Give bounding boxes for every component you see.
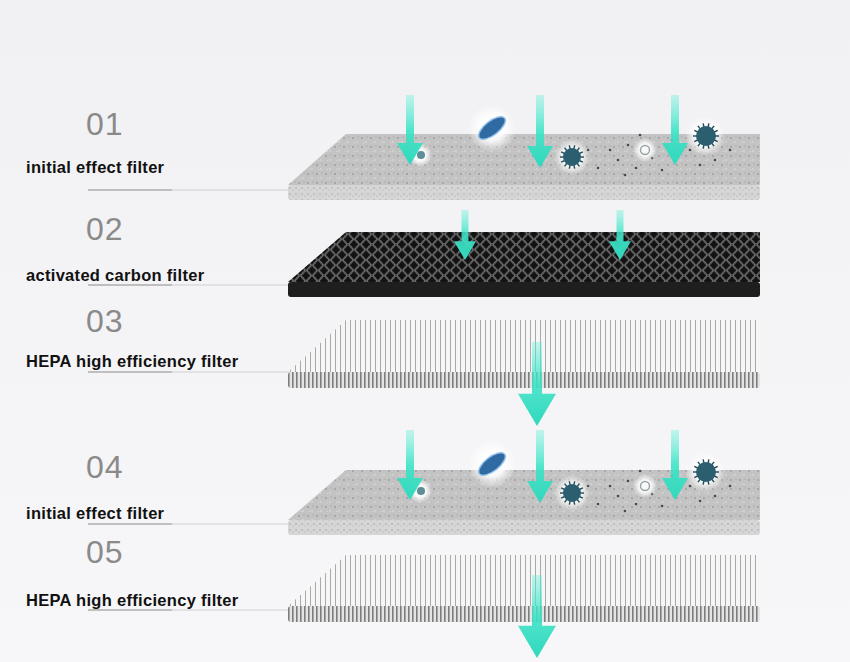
particle-halo: [633, 138, 657, 162]
leader-line: [88, 610, 290, 611]
leader-line: [88, 371, 172, 372]
particle-halo: [685, 116, 725, 156]
virus: [560, 481, 584, 504]
dust-dot: [699, 164, 702, 167]
particles: [408, 104, 731, 176]
airflow-arrow: [527, 430, 553, 503]
bacterium: [475, 449, 509, 480]
dust-dot: [597, 167, 600, 170]
particle-halo: [554, 475, 590, 511]
virus-body: [696, 462, 716, 482]
leader-line: [88, 609, 172, 610]
dust-dot: [661, 505, 664, 508]
virus: [560, 145, 584, 168]
leader-line: [88, 189, 172, 190]
layer-edge: [288, 185, 760, 200]
virus-body: [696, 126, 716, 146]
airflow-arrow: [609, 210, 631, 260]
carbon-filter-layer: [288, 232, 760, 297]
layer-name: activated carbon filter: [26, 266, 204, 285]
dust-dot: [597, 503, 600, 506]
airflow-arrow: [397, 430, 423, 500]
dust-dot: [617, 159, 620, 162]
virus-body: [563, 148, 581, 166]
dust-dot: [635, 503, 638, 506]
particle: [417, 487, 425, 495]
callout-number: 03: [86, 303, 124, 340]
leader-line: [88, 371, 290, 372]
layer-name: HEPA high efficiency filter: [26, 591, 239, 610]
callout-number: 02: [86, 211, 124, 248]
dust-dot: [609, 149, 612, 152]
leader-line: [88, 285, 290, 286]
callout-number: 05: [86, 534, 124, 571]
virus-body: [563, 484, 581, 502]
layer-top: [288, 232, 760, 282]
dust-dot: [635, 167, 638, 170]
layer-top: [288, 320, 760, 372]
layer-top: [288, 555, 760, 606]
particles: [408, 440, 731, 512]
hepa-filter-layer: [288, 320, 760, 388]
particle: [641, 146, 650, 155]
particle: [641, 482, 650, 491]
airflow-arrow: [527, 95, 553, 168]
leader-line: [88, 372, 290, 373]
airflow-arrow: [662, 95, 688, 165]
dust-dot: [639, 134, 642, 137]
dust-dot: [617, 495, 620, 498]
airflow-arrow: [518, 575, 556, 658]
dust-dot: [729, 485, 732, 488]
particle-halo: [633, 474, 657, 498]
dust-dot: [624, 174, 627, 177]
dust-dot: [699, 500, 702, 503]
dust-dot: [627, 480, 630, 483]
particle: [417, 151, 425, 159]
bacterium: [475, 113, 509, 144]
callout-number: 04: [86, 449, 124, 486]
airflow-arrow: [518, 342, 556, 426]
leader-line: [88, 284, 172, 285]
layer-edge: [288, 282, 760, 297]
dust-dot: [661, 169, 664, 172]
particle-halo: [554, 139, 590, 175]
leader-line: [88, 190, 290, 191]
particle-halo: [685, 452, 725, 492]
virus: [693, 123, 719, 148]
layer-name: initial effect filter: [26, 504, 164, 523]
layer-edge: [288, 606, 760, 622]
leader-line: [88, 523, 172, 524]
dust-dot: [729, 149, 732, 152]
airflow-arrow: [397, 95, 423, 165]
leader-line: [88, 523, 290, 524]
dust-dot: [624, 510, 627, 513]
airflow-arrow: [662, 430, 688, 500]
dust-dot: [639, 470, 642, 473]
leader-line: [88, 524, 290, 525]
particle-halo: [468, 104, 516, 152]
layer-edge: [288, 520, 760, 535]
leader-line: [88, 609, 290, 610]
dust-dot: [714, 495, 717, 498]
callout-number: 01: [86, 106, 124, 143]
leader-line: [88, 284, 290, 285]
hepa-filter-layer: [288, 555, 760, 622]
layer-name: HEPA high efficiency filter: [26, 352, 239, 371]
layer-edge: [288, 372, 760, 388]
particle-halo: [468, 440, 516, 488]
leader-line: [88, 189, 290, 190]
dust-dot: [627, 144, 630, 147]
dust-dot: [609, 485, 612, 488]
layer-name: initial effect filter: [26, 158, 164, 177]
virus: [693, 459, 719, 484]
airflow-arrow: [454, 210, 476, 260]
dust-dot: [714, 159, 717, 162]
